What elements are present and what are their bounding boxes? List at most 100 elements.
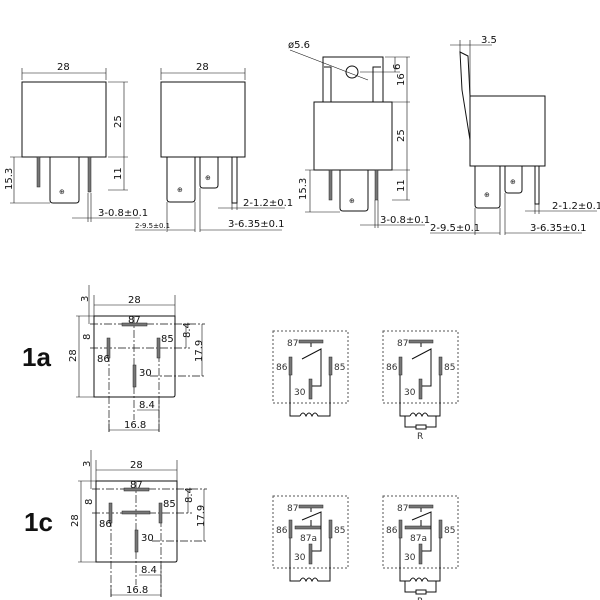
- variant-label: 1a: [22, 342, 51, 372]
- thin-pin: [231, 156, 238, 204]
- schematic-1c-resistor: 87 87a 86 85 30 R: [382, 495, 459, 600]
- variant-label: 1c: [24, 507, 53, 537]
- pin-87: [121, 322, 148, 327]
- contact-87a: [404, 525, 432, 530]
- contact-30: [418, 543, 423, 565]
- coil-terminal-85: [328, 519, 333, 539]
- dim-pin-thickness: 3-0.8±0.1: [380, 215, 430, 226]
- pin-86: [106, 337, 111, 359]
- coil-icon: [299, 577, 321, 583]
- footprint-1a: 1a 28 3 28 8 8.4 17.9 8.4 16.8 87 85 86 …: [22, 285, 205, 432]
- dim-wide-pin: 2-9.5±0.1: [135, 222, 170, 230]
- dim-tab-pins: 3-6.35±0.1: [228, 219, 285, 230]
- coil-terminal-85: [438, 519, 443, 539]
- dim-height: 25: [113, 115, 124, 128]
- dim-bracket-height: 16: [396, 73, 407, 86]
- pin-87: [123, 487, 150, 492]
- crosshair-icon: ⊕: [349, 197, 355, 205]
- label-30: 30: [404, 553, 416, 563]
- label-87: 87: [397, 504, 408, 514]
- pin: [87, 156, 92, 193]
- footprint-1c: 1c 28 3 28 8 8.4 17.9 8.4 16.8 87 85 86 …: [24, 450, 207, 597]
- dim-top-offset: 3: [82, 461, 93, 467]
- contact-30: [308, 543, 313, 565]
- coil-icon: [409, 412, 431, 418]
- coil-terminal-85: [328, 356, 333, 376]
- pin-86-label: 86: [99, 519, 112, 530]
- contact-87: [408, 504, 434, 509]
- dim-total-pin: 15.3: [4, 168, 15, 190]
- pin: [36, 156, 41, 188]
- dim-right-span: 17.9: [194, 340, 205, 362]
- tab-pin: [504, 166, 523, 194]
- pin-85: [156, 337, 161, 359]
- dim-bracket-offset: 3.5: [481, 35, 497, 46]
- label-87: 87: [287, 339, 298, 349]
- label-85: 85: [334, 526, 345, 536]
- coil-icon: [409, 577, 431, 583]
- dim-span: 16.8: [126, 585, 148, 596]
- tab-pin: [199, 157, 219, 189]
- relay-outline: [382, 495, 459, 569]
- schematic-1a: 87 86 85 30: [272, 330, 349, 418]
- mounting-bracket: [322, 56, 384, 102]
- label-87: 87: [287, 504, 298, 514]
- dim-row-offset: 8: [84, 499, 95, 505]
- dim-pin-length: 11: [396, 179, 407, 192]
- mounting-bracket: [459, 51, 471, 141]
- footprint-outline: [95, 480, 178, 563]
- label-85: 85: [444, 526, 455, 536]
- contact-30: [308, 378, 313, 400]
- label-30: 30: [294, 388, 306, 398]
- crosshair-icon: ⊕: [484, 191, 490, 199]
- coil-terminal-86: [288, 519, 293, 539]
- pin-85-label: 85: [161, 334, 174, 345]
- label-86: 86: [386, 363, 398, 373]
- label-87a: 87a: [300, 534, 317, 544]
- contact-87: [408, 339, 434, 344]
- label-30: 30: [294, 553, 306, 563]
- dim-width: 28: [196, 62, 209, 73]
- pin-30: [134, 529, 139, 553]
- dim-right-offset: 8.4: [184, 487, 195, 503]
- label-86: 86: [386, 526, 398, 536]
- crosshair-icon: ⊕: [177, 186, 183, 194]
- dim-span: 16.8: [124, 420, 146, 431]
- relay-outline: [272, 330, 349, 404]
- dim-width: 28: [130, 460, 143, 471]
- dim-right-offset: 8.4: [182, 322, 193, 338]
- pin: [328, 169, 333, 201]
- pin-86: [108, 502, 113, 524]
- dim-right-span: 17.9: [196, 505, 207, 527]
- label-87a: 87a: [410, 534, 427, 544]
- relay-body: [313, 101, 393, 171]
- tab-pin: [339, 170, 369, 212]
- dim-total-pin: 15.3: [298, 178, 309, 200]
- dim-thin-pin: 2-1.2±0.1: [552, 201, 600, 212]
- thin-pin: [534, 165, 540, 205]
- pin-87a: [121, 510, 151, 515]
- contact-30: [418, 378, 423, 400]
- contact-87: [298, 504, 324, 509]
- label-85: 85: [334, 363, 345, 373]
- pin-87-label: 87: [130, 480, 143, 491]
- dim-width: 28: [57, 62, 70, 73]
- pin-86-label: 86: [97, 354, 110, 365]
- pin: [374, 169, 379, 201]
- dim-height: 28: [70, 514, 81, 527]
- pin-85-label: 85: [163, 499, 176, 510]
- dim-row-offset: 8: [82, 334, 93, 340]
- dim-tab-pins: 3-6.35±0.1: [530, 223, 587, 234]
- coil-icon: [299, 412, 321, 418]
- label-86: 86: [276, 526, 288, 536]
- pin-87-label: 87: [128, 315, 141, 326]
- dim-thin-pin: 2-1.2±0.1: [243, 198, 293, 209]
- front-view: 28 ⊕ ⊕ 2-1.2±0.1 2-9.5±0.1 3-6.35±0.1: [135, 62, 293, 232]
- dim-height: 25: [396, 129, 407, 142]
- relay-body: [160, 81, 246, 158]
- pin-30: [132, 364, 137, 388]
- resistor-icon: [415, 589, 427, 595]
- dim-hole: ø5.6: [288, 40, 310, 51]
- dim-height: 28: [68, 349, 79, 362]
